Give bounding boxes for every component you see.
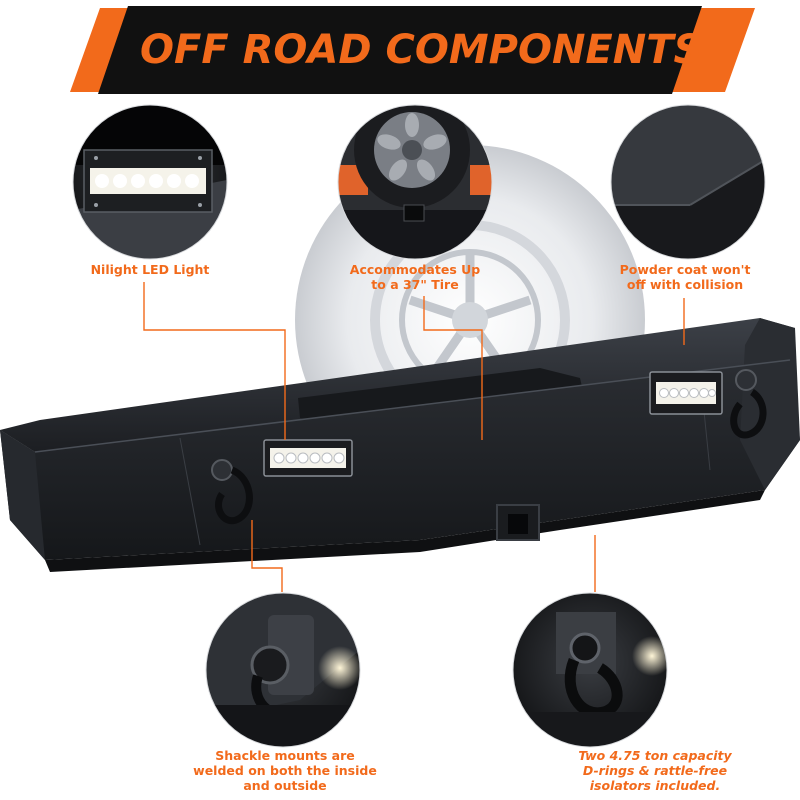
caption-shackle-line-3: and outside: [243, 778, 327, 793]
detail-circle-led-light: [72, 104, 228, 260]
caption-drings-line-2: D-rings & rattle-free: [582, 763, 728, 778]
detail-circle-powder-coat: [610, 104, 766, 260]
caption-powder-line-2: off with collision: [626, 277, 744, 292]
caption-drings-line-1: Two 4.75 ton capacity: [578, 748, 732, 763]
banner-black-bar: [98, 6, 702, 94]
caption-led-light: Nilight LED Light: [70, 262, 230, 277]
caption-powder-coat: Powder coat won't off with collision: [600, 262, 770, 292]
callout-line-shackle: [251, 520, 283, 592]
caption-tire-line-1: Accommodates Up: [349, 262, 481, 277]
caption-shackle-line-2: welded on both the inside: [193, 763, 377, 778]
caption-led-line-1: Nilight LED Light: [90, 262, 210, 277]
caption-tire-line-2: to a 37" Tire: [371, 277, 459, 292]
banner-orange-left-accent: [70, 8, 130, 92]
detail-circle-spare-tire: [337, 104, 493, 260]
bumper-d-ring-left: [211, 459, 253, 524]
caption-tire: Accommodates Up to a 37" Tire: [325, 262, 505, 292]
detail-circle-d-ring: [512, 592, 668, 748]
bumper-led-light-right: [649, 371, 723, 415]
caption-powder-line-1: Powder coat won't: [619, 262, 751, 277]
banner-title: OFF ROAD COMPONENTS: [140, 27, 703, 73]
caption-d-rings: Two 4.75 ton capacity D-rings & rattle-f…: [555, 748, 755, 793]
detail-circle-shackle-mount: [205, 592, 361, 748]
rear-bumper: [0, 318, 800, 572]
caption-shackle-line-1: Shackle mounts are: [215, 748, 355, 763]
caption-drings-line-3: isolators included.: [589, 778, 721, 793]
callout-line-tire: [423, 296, 483, 440]
bumper-d-ring-right: [730, 369, 767, 439]
banner: [70, 6, 755, 94]
banner-orange-right-accent: [670, 8, 755, 92]
callout-line-led: [143, 282, 286, 440]
bumper-led-light-left: [263, 439, 353, 477]
caption-shackle-mounts: Shackle mounts are welded on both the in…: [185, 748, 385, 793]
